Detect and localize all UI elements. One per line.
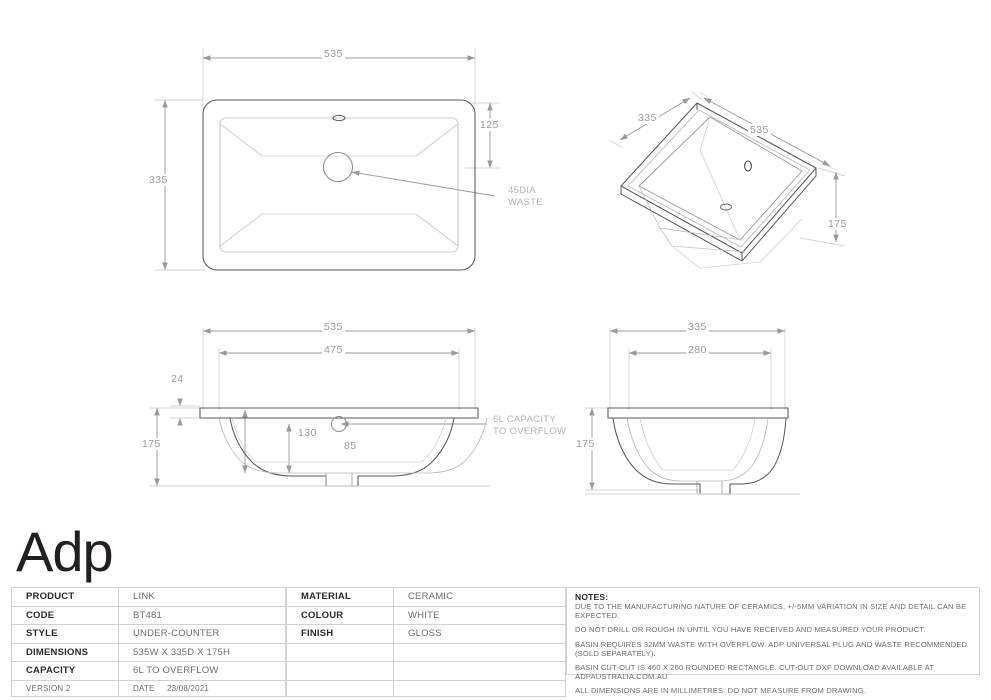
note-line: BASIN REQUIRES 32MM WASTE WITH OVERFLOW.…	[575, 639, 968, 658]
notes-panel: NOTES: DUE TO THE MANUFACTURING NATURE O…	[566, 587, 980, 695]
table-row: CAPACITY 6L TO OVERFLOW	[11, 661, 286, 681]
table-row: MATERIAL CERAMIC	[286, 587, 566, 607]
table-row: CODE BT481	[11, 605, 286, 625]
table-row-empty	[286, 661, 566, 681]
dim-iso-height: 175	[826, 218, 849, 231]
capacity-callout: 6L CAPACITY TO OVERFLOW	[493, 414, 566, 438]
dim-side-height: 175	[574, 438, 597, 451]
dim-front-overflow-height: 85	[342, 440, 359, 453]
date-cell: DATE 23/08/2021	[118, 679, 286, 697]
spec-empty-cell	[393, 679, 566, 697]
dim-front-overall-width: 535	[322, 321, 345, 334]
spec-value: CERAMIC	[393, 587, 566, 607]
dim-plan-depth: 335	[147, 174, 170, 187]
dim-front-bowl-depth: 130	[296, 427, 319, 440]
spec-key: COLOUR	[286, 605, 394, 625]
spec-empty-cell	[286, 642, 394, 662]
notes-heading: NOTES:	[575, 592, 609, 602]
isometric-view-geometry	[620, 102, 817, 269]
spec-value: UNDER-COUNTER	[118, 624, 286, 644]
table-row: FINISH GLOSS	[286, 624, 566, 644]
dim-iso-width: 535	[748, 124, 771, 137]
date-value: 23/08/2021	[167, 683, 210, 693]
material-spec-table: MATERIAL CERAMIC COLOUR WHITE FINISH GLO…	[286, 587, 566, 697]
table-row-version: VERSION 2 DATE 23/08/2021	[11, 679, 286, 697]
waste-callout-line1: 45DIA	[508, 185, 536, 196]
spec-empty-cell	[286, 661, 394, 681]
spec-value: BT481	[118, 605, 286, 625]
front-elevation-geometry	[150, 407, 490, 487]
waste-callout-line2: WASTE	[508, 196, 543, 208]
spec-key: FINISH	[286, 624, 394, 644]
dim-side-bowl-depth: 280	[686, 344, 709, 357]
capacity-callout-line1: 6L CAPACITY	[493, 414, 556, 425]
dim-front-bowl-width: 475	[322, 344, 345, 357]
capacity-callout-line2: TO OVERFLOW	[493, 425, 567, 437]
table-row-empty	[286, 679, 566, 697]
table-row: DIMENSIONS 535W X 335D X 175H	[11, 642, 286, 662]
date-label: DATE	[133, 683, 155, 693]
adp-logo: Adp	[16, 520, 114, 583]
spec-empty-cell	[286, 679, 394, 697]
spec-key: DIMENSIONS	[11, 642, 119, 662]
table-row: PRODUCT LINK	[11, 587, 286, 607]
version-label: VERSION 2	[11, 679, 119, 697]
spec-value: LINK	[118, 587, 286, 607]
spec-empty-cell	[393, 661, 566, 681]
product-spec-table: PRODUCT LINK CODE BT481 STYLE UNDER-COUN…	[11, 587, 286, 697]
note-line: DO NOT DRILL OR ROUGH IN UNTIL YOU HAVE …	[575, 625, 926, 635]
dim-plan-width: 535	[322, 48, 345, 61]
spec-empty-cell	[393, 642, 566, 662]
dim-iso-depth: 335	[636, 112, 659, 125]
table-row: STYLE UNDER-COUNTER	[11, 624, 286, 644]
table-row-empty	[286, 642, 566, 662]
spec-value: 535W X 335D X 175H	[118, 642, 286, 662]
dim-front-height: 175	[140, 438, 163, 451]
spec-key: STYLE	[11, 624, 119, 644]
spec-value: GLOSS	[393, 624, 566, 644]
spec-key: MATERIAL	[286, 587, 394, 607]
dim-front-rim-thickness: 24	[169, 373, 186, 386]
dim-side-overall-depth: 335	[686, 321, 709, 334]
spec-value: WHITE	[393, 605, 566, 625]
side-elevation-geometry	[585, 407, 800, 495]
note-line: ALL DIMENSIONS ARE IN MILLIMETRES. DO NO…	[575, 686, 867, 696]
note-line: BASIN CUT-OUT IS 460 X 260 ROUNDED RECTA…	[575, 663, 934, 681]
spec-key: PRODUCT	[11, 587, 119, 607]
spec-key: CODE	[11, 605, 119, 625]
spec-key: CAPACITY	[11, 661, 119, 681]
plan-view-geometry	[202, 99, 476, 271]
dim-plan-waste-offset: 125	[478, 119, 501, 132]
spec-value: 6L TO OVERFLOW	[118, 661, 286, 681]
note-line: DUE TO THE MANUFACTURING NATURE OF CERAM…	[575, 601, 967, 620]
table-row: COLOUR WHITE	[286, 605, 566, 625]
waste-callout: 45DIA WASTE	[508, 185, 543, 209]
